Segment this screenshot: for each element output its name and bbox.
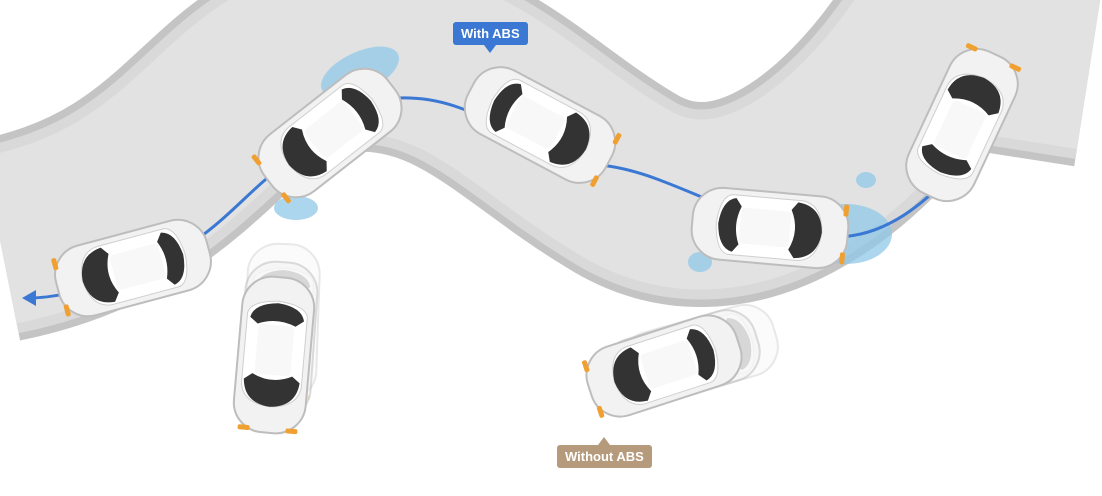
- with-abs-label: With ABS: [453, 22, 528, 53]
- car-without-abs-2: [577, 296, 786, 426]
- car-without-abs-1: [230, 241, 322, 437]
- without-abs-label: Without ABS: [557, 437, 652, 468]
- car-with-abs-4: [688, 184, 852, 272]
